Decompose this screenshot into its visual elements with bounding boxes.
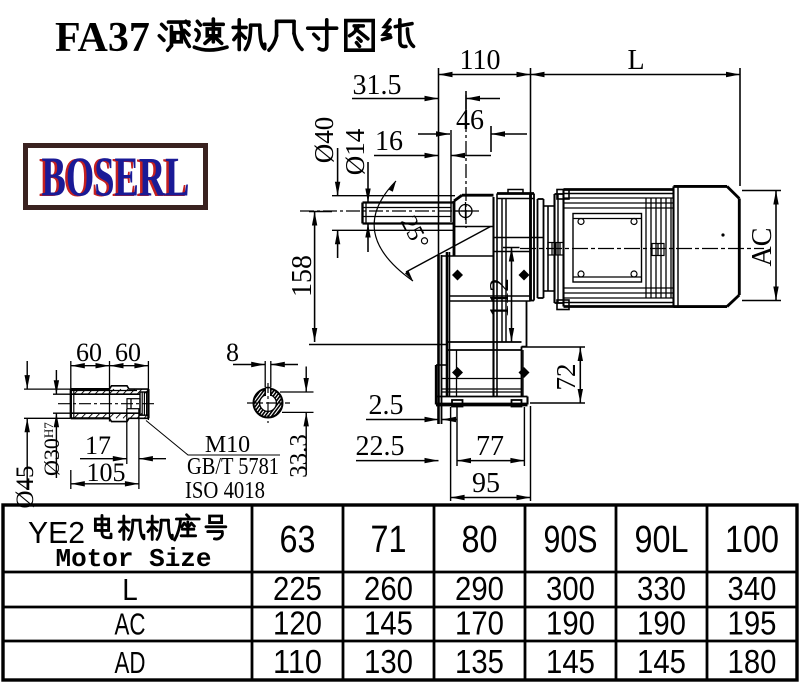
svg-text:80: 80 — [462, 519, 498, 561]
svg-text:31.5: 31.5 — [353, 70, 402, 101]
svg-text:L: L — [627, 45, 644, 76]
svg-text:170: 170 — [455, 605, 504, 642]
svg-text:Ø40: Ø40 — [309, 117, 339, 164]
svg-text:145: 145 — [364, 605, 413, 642]
svg-text:60: 60 — [115, 338, 141, 367]
svg-text:77: 77 — [476, 431, 504, 462]
svg-text:330: 330 — [637, 570, 686, 607]
svg-text:AC: AC — [115, 607, 146, 642]
svg-text:AD: AD — [115, 645, 146, 680]
svg-text:16: 16 — [375, 126, 403, 157]
svg-text:ISO 4018: ISO 4018 — [185, 478, 265, 504]
svg-text:33.3: 33.3 — [286, 434, 313, 478]
svg-text:105: 105 — [87, 458, 126, 487]
svg-text:L: L — [122, 572, 138, 607]
svg-text:130: 130 — [364, 643, 413, 680]
svg-text:BOSERL: BOSERL — [42, 147, 190, 209]
svg-text:112: 112 — [484, 278, 514, 318]
svg-text:290: 290 — [455, 570, 504, 607]
svg-text:195: 195 — [728, 605, 777, 642]
svg-text:145: 145 — [546, 643, 595, 680]
svg-text:180: 180 — [728, 643, 777, 680]
svg-text:110: 110 — [460, 45, 501, 76]
svg-text:71: 71 — [371, 519, 407, 561]
svg-text:90S: 90S — [544, 519, 598, 561]
svg-text:FA37: FA37 — [55, 15, 150, 61]
svg-text:190: 190 — [546, 605, 595, 642]
svg-text:BOSERL: BOSERL — [39, 147, 187, 209]
svg-text:17: 17 — [85, 431, 111, 460]
svg-text:46: 46 — [456, 105, 484, 136]
svg-text:135: 135 — [455, 643, 504, 680]
svg-text:8: 8 — [226, 338, 239, 367]
svg-text:22.5: 22.5 — [356, 431, 405, 462]
svg-text:YE2: YE2 — [28, 515, 85, 550]
svg-text:63: 63 — [280, 519, 316, 561]
svg-text:340: 340 — [728, 570, 777, 607]
svg-text:2.5: 2.5 — [369, 390, 404, 421]
svg-text:260: 260 — [364, 570, 413, 607]
svg-text:Ø45: Ø45 — [12, 465, 39, 508]
svg-text:AC: AC — [747, 228, 778, 267]
svg-text:110: 110 — [273, 643, 322, 680]
svg-text:100: 100 — [725, 519, 779, 561]
svg-text:300: 300 — [546, 570, 595, 607]
svg-text:158: 158 — [287, 255, 318, 297]
svg-text:145: 145 — [637, 643, 686, 680]
svg-text:225: 225 — [273, 570, 322, 607]
svg-text:GB/T 5781: GB/T 5781 — [187, 454, 279, 480]
svg-text:Ø14: Ø14 — [340, 128, 370, 175]
svg-text:Motor Size: Motor Size — [55, 544, 211, 574]
svg-text:95: 95 — [472, 468, 500, 499]
svg-text:M10: M10 — [205, 432, 250, 458]
svg-text:60: 60 — [76, 338, 102, 367]
svg-text:90L: 90L — [635, 519, 689, 561]
svg-text:190: 190 — [637, 605, 686, 642]
svg-text:72: 72 — [551, 364, 581, 391]
svg-text:120: 120 — [273, 605, 322, 642]
